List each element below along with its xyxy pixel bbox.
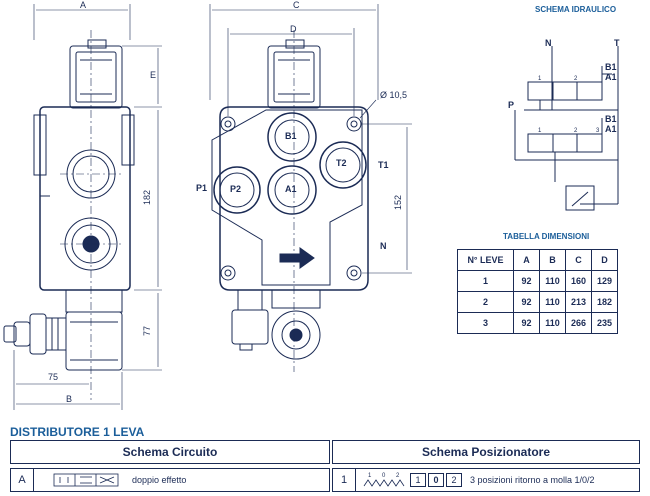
position-box-2: 2 [446, 473, 462, 487]
table-header-cell: N° LEVE [457, 249, 514, 271]
dim-152-label: 152 [393, 195, 403, 210]
schema-pos1-label: 1 [538, 76, 542, 82]
schema-pos1b-label: 1 [538, 128, 542, 134]
port-a1-label: A1 [285, 184, 297, 194]
circuit-header-label: Schema Circuito [122, 445, 218, 459]
table-cell: 182 [591, 291, 618, 313]
pos-mark-1: 1 [368, 473, 372, 479]
schema-a1-lower-label: A1 [605, 124, 617, 134]
table-cell: 92 [513, 312, 540, 334]
schema-n-label: N [545, 38, 552, 48]
schema-pos2b-label: 2 [574, 128, 578, 134]
divider [33, 469, 34, 491]
table-cell: 92 [513, 270, 540, 292]
positioner-code: 1 [340, 474, 348, 486]
table-row: 1 92 110 160 129 [457, 270, 618, 292]
schema-pos2-label: 2 [574, 76, 578, 82]
pos-mark-0: 0 [382, 473, 386, 479]
dim-77-label: 77 [142, 326, 152, 336]
port-b1-label: B1 [285, 131, 297, 141]
hydraulic-schema-title: SCHEMA IDRAULICO [535, 5, 616, 14]
pos-mark-2: 2 [396, 473, 400, 479]
valve-technical-drawing: A C D E 182 77 75 B 152 Ø 10,5 B1 A1 T2 … [3, 0, 620, 410]
hydraulic-schema [514, 46, 619, 211]
table-row: 3 92 110 266 235 [457, 312, 618, 334]
table-header-cell: C [565, 249, 592, 271]
port-p2-label: P2 [230, 184, 241, 194]
table-cell: 110 [539, 270, 566, 292]
positioner-row: 1 1 0 2 1 0 2 3 posizioni ritorno a moll… [332, 468, 640, 492]
schema-pos3b-label: 3 [596, 128, 600, 134]
table-cell: 92 [513, 291, 540, 313]
dimension-table: N° LEVE A B C D 1 92 110 160 129 2 92 11… [457, 249, 618, 334]
table-header-cell: B [539, 249, 566, 271]
port-n-label: N [380, 241, 387, 251]
table-cell: 2 [457, 291, 514, 313]
port-t2-label: T2 [336, 158, 347, 168]
dim-c-label: C [293, 0, 300, 10]
circuit-header: Schema Circuito [10, 440, 330, 464]
table-cell: 1 [457, 270, 514, 292]
dimension-table-title: TABELLA DIMENSIONI [503, 232, 589, 241]
port-p1-label: P1 [196, 183, 207, 193]
table-header-row: N° LEVE A B C D [457, 249, 618, 271]
table-cell: 110 [539, 312, 566, 334]
table-cell: 3 [457, 312, 514, 334]
schema-t-label: T [614, 38, 620, 48]
table-header-cell: D [591, 249, 618, 271]
spring-return-positioner-icon: 1 0 2 [363, 473, 405, 487]
dim-182-label: 182 [142, 190, 152, 205]
circuit-code: A [18, 474, 26, 486]
schema-b1-upper-label: B1 [605, 62, 617, 72]
table-header-cell: A [513, 249, 540, 271]
table-row: 2 92 110 213 182 [457, 291, 618, 313]
positioner-header: Schema Posizionatore [332, 440, 640, 464]
front-view [209, 4, 412, 372]
positioner-description: 3 posizioni ritorno a molla 1/0/2 [470, 475, 595, 485]
table-cell: 129 [591, 270, 618, 292]
position-box-0: 0 [428, 473, 444, 487]
schema-a1-upper-label: A1 [605, 72, 617, 82]
port-t1-label: T1 [378, 160, 389, 170]
divider [355, 469, 356, 491]
schema-b1-lower-label: B1 [605, 114, 617, 124]
table-cell: 110 [539, 291, 566, 313]
dim-e-label: E [150, 70, 156, 80]
position-box-1: 1 [410, 473, 426, 487]
table-cell: 213 [565, 291, 592, 313]
dim-d-label: D [290, 24, 297, 34]
circuit-row: A doppio effetto [10, 468, 330, 492]
table-cell: 235 [591, 312, 618, 334]
schema-table: Schema Circuito Schema Posizionatore A d… [10, 440, 640, 492]
side-view [3, 4, 162, 410]
dim-b-label: B [66, 394, 72, 404]
double-acting-spool-icon [53, 473, 119, 487]
table-cell: 160 [565, 270, 592, 292]
schema-p-label: P [508, 100, 514, 110]
table-cell: 266 [565, 312, 592, 334]
dim-75-label: 75 [48, 372, 58, 382]
dim-a-label: A [80, 0, 86, 10]
positioner-header-label: Schema Posizionatore [421, 445, 551, 459]
hole-diameter-label: Ø 10,5 [380, 90, 407, 100]
circuit-description: doppio effetto [132, 475, 187, 485]
section-title: DISTRIBUTORE 1 LEVA [10, 425, 145, 439]
